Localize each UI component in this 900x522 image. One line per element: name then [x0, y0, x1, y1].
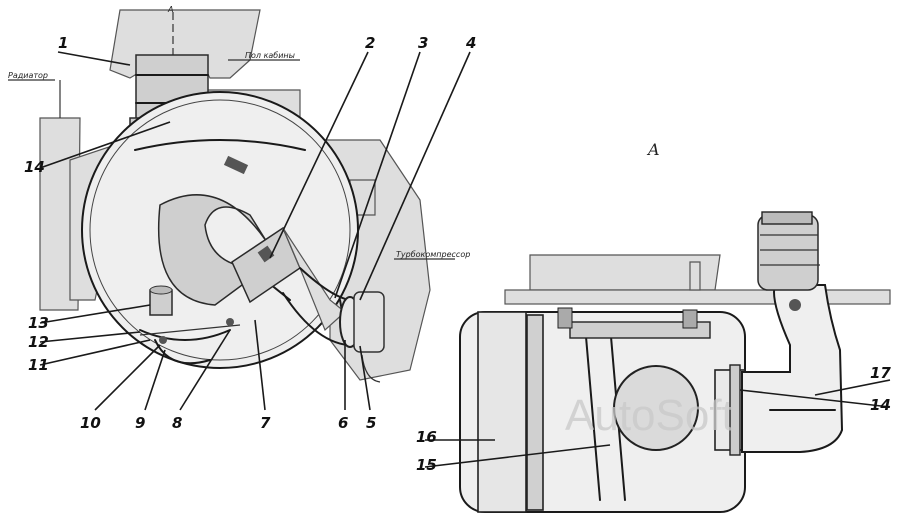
callout-7: 7: [260, 414, 271, 432]
label-cab-floor: Пол кабины: [245, 51, 295, 60]
callout-10: 10: [80, 414, 101, 432]
callout-14-left: 14: [24, 158, 45, 176]
callout-11: 11: [28, 356, 49, 374]
callout-5: 5: [366, 414, 376, 432]
left-side-view: A Пол кабины: [8, 5, 470, 383]
callout-16: 16: [416, 428, 437, 446]
label-radiator: Радиатор: [8, 71, 48, 80]
leader-lines: [39, 51, 891, 468]
callout-4: 4: [465, 34, 476, 52]
callout-2: 2: [365, 34, 375, 52]
callout-1: 1: [58, 34, 68, 52]
callout-12: 12: [28, 333, 49, 351]
callout-6: 6: [338, 414, 348, 432]
callout-9: 9: [135, 414, 145, 432]
callout-13: 13: [28, 314, 49, 332]
label-turbo: Турбокомпрессор: [396, 250, 470, 259]
callout-8: 8: [172, 414, 182, 432]
right-view-a: A: [459, 140, 891, 513]
callout-14-right: 14: [870, 396, 891, 414]
callout-numbers: 1 2 3 4 5 6 7 8 9 10 11 12 13 14 15 16 1…: [24, 34, 891, 474]
callout-17: 17: [870, 364, 891, 382]
callout-3: 3: [418, 34, 428, 52]
watermark: AutoSoft: [565, 391, 734, 440]
view-title: A: [646, 140, 660, 159]
section-mark: A: [167, 5, 173, 14]
callout-15: 15: [416, 456, 437, 474]
